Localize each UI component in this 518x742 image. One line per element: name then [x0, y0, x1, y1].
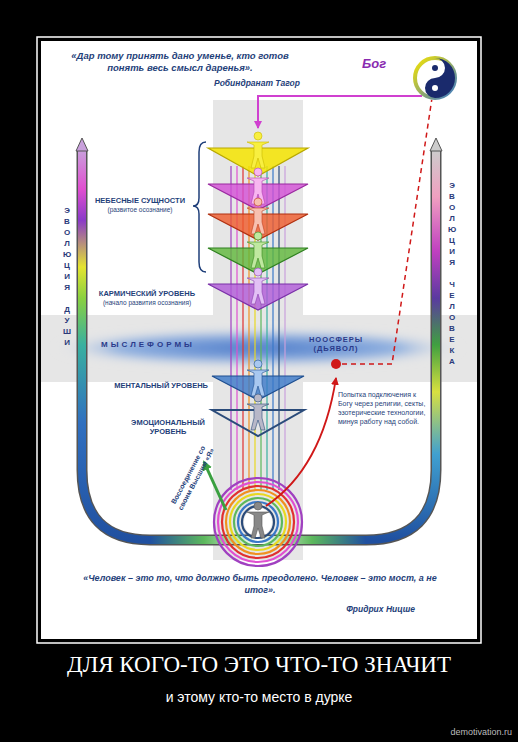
level-label: МЕНТАЛЬНЫЙ УРОВЕНЬ: [92, 381, 208, 390]
level-label: НЕБЕСНЫЕ СУЩНОСТИ: [88, 196, 192, 205]
noosphere-point: НООСФЕРЫ (ДЬЯВОЛ): [304, 335, 368, 369]
quote: «Человек – это то, что должно быть преод…: [80, 572, 440, 596]
god-circle: Бог: [362, 52, 460, 102]
node-heading: Бог: [362, 56, 408, 72]
quote-author: Фридрих Ницше: [295, 604, 415, 615]
vertical-label: ЭВОЛЮЦИЯ ДУШИ: [62, 205, 72, 348]
level-note: (начало развития осознания): [88, 299, 206, 307]
poster-caption: и этому кто-то место в дурке: [0, 688, 518, 706]
level-label: ЭМОЦИОНАЛЬНЫЙ УРОВЕНЬ: [128, 418, 208, 436]
red-dot: [331, 359, 341, 369]
poster-title: ДЛЯ КОГО-ТО ЭТО ЧТО-ТО ЗНАЧИТ: [0, 650, 518, 680]
callout-note: Попытка подключения к Богу через религии…: [338, 390, 426, 426]
band-label: МЫСЛЕФОРМЫ: [88, 340, 208, 350]
level-label: КАРМИЧЕСКИЙ УРОВЕНЬ: [88, 289, 206, 298]
vertical-label: ЭВОЛЮЦИЯ ЧЕЛОВЕКА: [447, 180, 457, 367]
node-heading: НООСФЕРЫ (ДЬЯВОЛ): [304, 335, 368, 353]
dashed-connector: [342, 100, 432, 364]
yin-yang: [413, 56, 457, 100]
level-note: (развитое осознание): [88, 206, 192, 214]
quote: «Дар тому принять дано уменье, кто готов…: [55, 50, 305, 74]
watermark: demotivation.ru: [396, 727, 512, 738]
quote-author: Робиндранат Тагор: [160, 78, 300, 89]
